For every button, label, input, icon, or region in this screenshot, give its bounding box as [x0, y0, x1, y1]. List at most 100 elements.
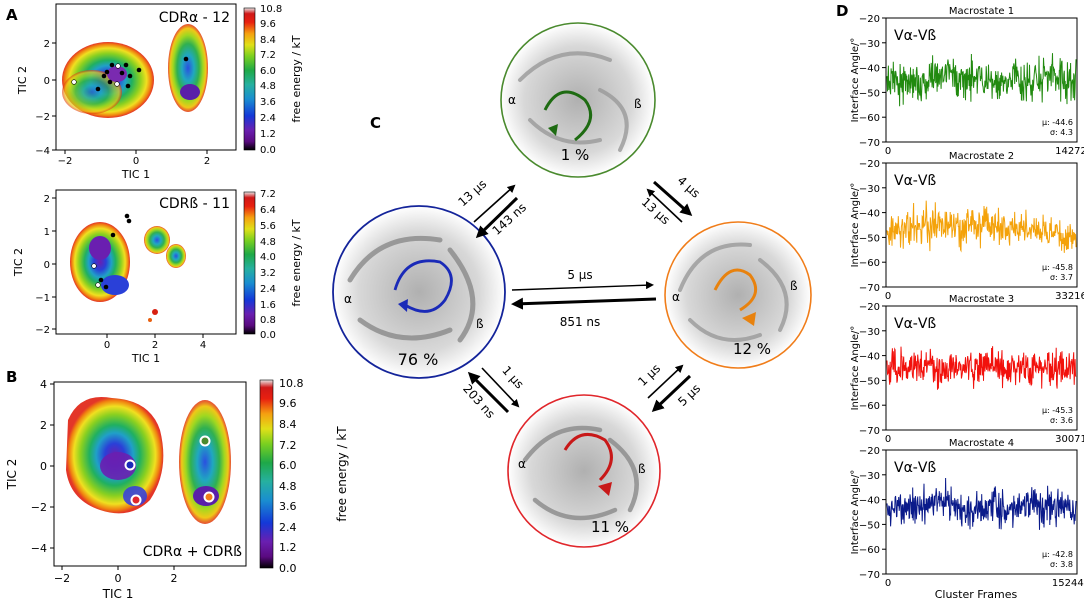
colorbar-tick: 2.4: [279, 521, 297, 534]
colorbar-ticks: 7.2 6.4 5.6 4.8 4.0 3.2 2.4 1.6 0.8 0.0: [260, 189, 276, 341]
macrostate-2-structure: α ß 12 %: [664, 221, 812, 369]
chain-beta-label: ß: [476, 317, 484, 331]
y-tick: −30: [859, 327, 880, 338]
y-tick: −20: [859, 159, 880, 170]
y-axis-label: TIC 2: [12, 248, 25, 277]
colorbar-ticks: 10.8 9.6 8.4 7.2 6.0 4.8 3.6 2.4 1.2 0.0: [260, 4, 282, 156]
colorbar-tick: 7.2: [279, 439, 297, 452]
panel-a-top-plot: CDRα - 12 −2 0 2 TIC 1 2 0 −2 −4 TIC 2: [16, 3, 303, 181]
chain-beta-label: ß: [634, 97, 642, 111]
y-tick: 1: [44, 227, 50, 238]
trace-label: Vα-Vß: [894, 173, 936, 189]
y-tick: −30: [859, 184, 880, 195]
colorbar-tick: 1.2: [260, 129, 276, 140]
colorbar-tick: 1.6: [260, 300, 276, 311]
y-tick: −70: [859, 426, 880, 437]
colorbar-tick: 9.6: [260, 19, 276, 30]
trace-std: σ: 3.6: [1050, 416, 1073, 425]
arrow-m4-to-m2: [511, 281, 654, 291]
y-tick: −1: [35, 293, 50, 304]
colorbar-tick: 4.8: [279, 480, 297, 493]
y-tick: −50: [859, 520, 880, 531]
macrostate-4-structure: α ß 76 %: [332, 205, 506, 379]
colorbar: 10.8 9.6 8.4 7.2 6.0 4.8 3.6 2.4 1.2 0.0…: [259, 377, 349, 575]
colorbar-tick: 5.6: [260, 221, 276, 232]
colorbar-tick: 2.4: [260, 113, 276, 124]
x-tick: 2: [171, 572, 178, 585]
trace-title: Macrostate 1: [949, 6, 1014, 17]
free-energy-landscape: [70, 222, 186, 322]
y-tick: −60: [859, 401, 880, 412]
colorbar-tick: 3.6: [260, 97, 276, 108]
colorbar: 7.2 6.4 5.6 4.8 4.0 3.2 2.4 1.6 0.8 0.0 …: [243, 189, 303, 341]
plot-title: CDRα - 12: [159, 10, 230, 26]
colorbar-tick: 7.2: [260, 50, 276, 61]
colorbar-label: free energy / kT: [290, 35, 303, 123]
colorbar-tick: 0.0: [260, 145, 276, 156]
plot-title: CDRß - 11: [159, 196, 230, 212]
colorbar-tick: 1.2: [279, 541, 297, 554]
x-axis: 0 2 4 TIC 1: [104, 334, 206, 365]
plot-title: CDRα + CDRß: [143, 544, 242, 560]
y-tick: −60: [859, 258, 880, 269]
y-axis-label: TIC 2: [5, 459, 19, 491]
x-tick: 0: [885, 578, 891, 589]
y-axis: 4 2 0 −2 −4 TIC 2: [5, 378, 54, 555]
x-axis-label: Cluster Frames: [935, 588, 1018, 601]
y-tick: 0: [44, 76, 50, 87]
y-axis-label: Interface Angle/°: [850, 326, 861, 411]
y-tick: −2: [35, 325, 50, 336]
x-tick: 33216: [1055, 291, 1084, 302]
y-tick: −70: [859, 283, 880, 294]
y-tick: −2: [31, 501, 47, 514]
colorbar-tick: 7.2: [260, 189, 276, 200]
y-tick: −60: [859, 545, 880, 556]
y-tick: −4: [35, 146, 50, 157]
trace-label: Vα-Vß: [894, 316, 936, 332]
colorbar-tick: 3.2: [260, 268, 276, 279]
plot-frame: [885, 449, 1078, 575]
angle-trace-line: [886, 346, 1077, 390]
x-tick: 2: [152, 340, 158, 351]
panel-d-letter: D: [836, 2, 848, 20]
colorbar-tick: 4.8: [260, 237, 276, 248]
chain-alpha-label: α: [508, 93, 516, 107]
colorbar-ticks: 10.8 9.6 8.4 7.2 6.0 4.8 3.6 2.4 1.2 0.0: [279, 377, 304, 575]
arrow-m1-to-m4: [475, 196, 519, 239]
trace-label: Vα-Vß: [894, 28, 936, 44]
chain-beta-label: ß: [638, 462, 646, 476]
x-axis-label: TIC 1: [102, 587, 134, 601]
y-axis: 2 1 0 −1 −2 TIC 2: [12, 194, 56, 336]
chain-beta-label: ß: [790, 279, 798, 293]
x-tick: 0: [885, 146, 891, 157]
y-tick: 2: [40, 419, 47, 432]
x-tick: −2: [58, 156, 73, 167]
colorbar-tick: 9.6: [279, 397, 297, 410]
trace-mean: µ: -45.3: [1042, 406, 1073, 415]
y-tick: −50: [859, 376, 880, 387]
trace-mean: µ: -45.8: [1042, 263, 1073, 272]
y-axis-label: Interface Angle/°: [850, 183, 861, 268]
colorbar-tick: 6.4: [260, 205, 276, 216]
arrow-m3-to-m2: [647, 364, 684, 399]
rate-label: 1 µs: [499, 363, 526, 391]
trace-label: Vα-Vß: [894, 460, 936, 476]
y-tick: −50: [859, 233, 880, 244]
arrow-m2-to-m4: [511, 297, 657, 310]
x-axis: −2 0 2 TIC 1: [58, 150, 210, 181]
y-tick: −20: [859, 14, 880, 25]
y-tick: 4: [40, 378, 47, 391]
trace-std: σ: 3.8: [1050, 560, 1073, 569]
colorbar-tick: 0.0: [279, 562, 297, 575]
colorbar: 10.8 9.6 8.4 7.2 6.0 4.8 3.6 2.4 1.2 0.0…: [243, 4, 303, 156]
population-label: 12 %: [733, 340, 771, 358]
colorbar-tick: 6.0: [279, 459, 297, 472]
colorbar-tick: 3.6: [279, 500, 297, 513]
rate-label: 203 ns: [460, 382, 498, 422]
macrostate-3-structure: α ß 11 %: [507, 394, 661, 548]
y-tick: −2: [35, 112, 50, 123]
